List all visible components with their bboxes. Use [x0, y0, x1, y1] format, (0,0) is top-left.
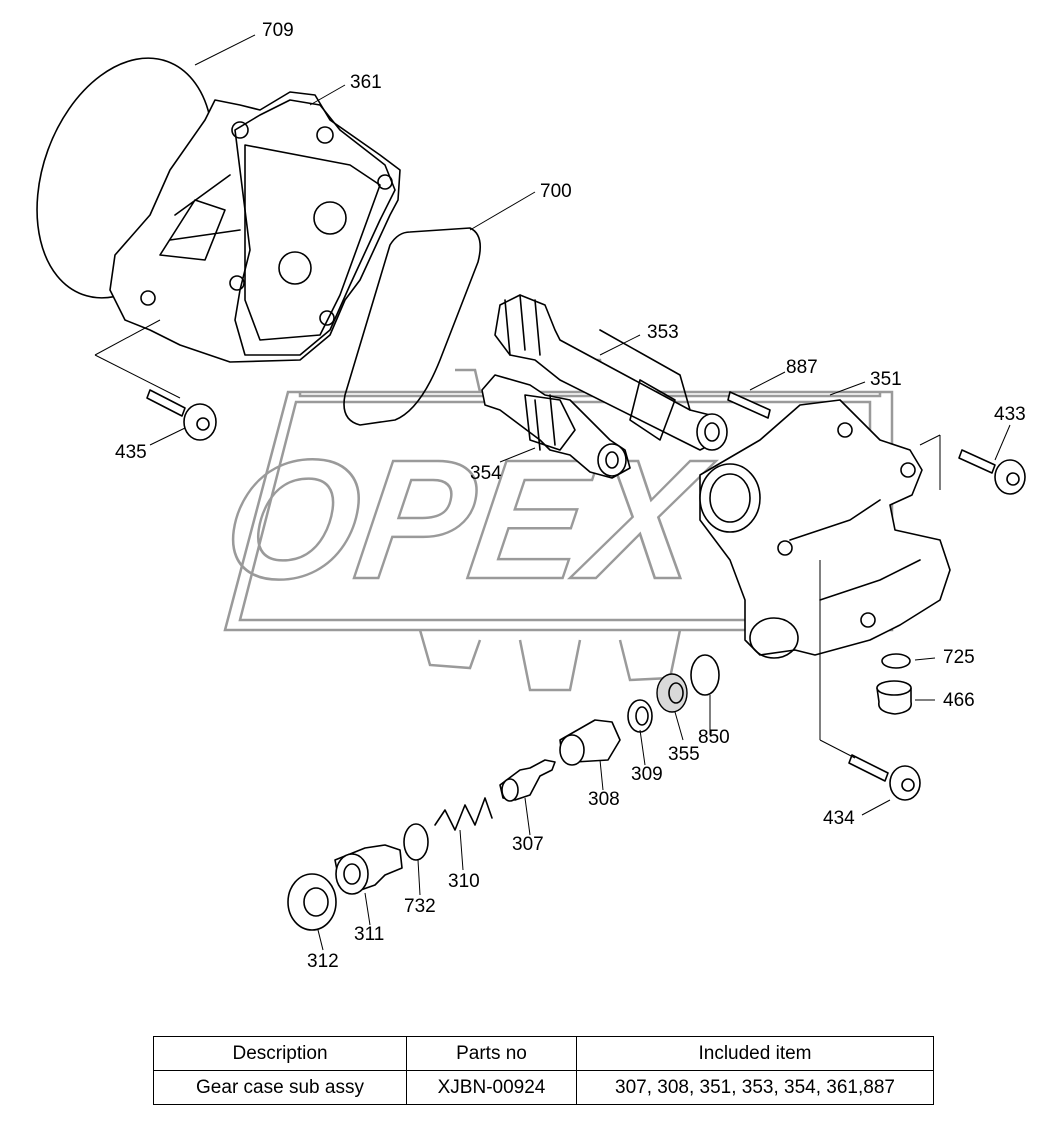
label-353: 353 [647, 322, 679, 343]
part-434-bolt [848, 754, 921, 801]
cell-description: Gear case sub assy [153, 1070, 407, 1105]
label-307: 307 [512, 834, 544, 855]
part-310-spring [434, 797, 493, 831]
label-887: 887 [786, 357, 818, 378]
label-700: 700 [540, 181, 572, 202]
label-850: 850 [698, 727, 730, 748]
label-308: 308 [588, 789, 620, 810]
label-434: 434 [823, 808, 855, 829]
part-466-plug [876, 680, 912, 715]
part-700-gasket [343, 227, 481, 426]
part-308-sleeve [559, 719, 621, 766]
part-732-oring [403, 823, 429, 861]
label-709: 709 [262, 20, 294, 41]
label-725: 725 [943, 647, 975, 668]
part-725-oring [881, 653, 911, 669]
part-307-poppet [499, 759, 556, 802]
label-355: 355 [668, 744, 700, 765]
leader-lines [94, 34, 1011, 951]
label-312: 312 [307, 951, 339, 972]
watermark: OPEX [212, 358, 894, 692]
parts-table: Description Parts no Included item Gear … [153, 1036, 934, 1105]
label-354: 354 [470, 463, 502, 484]
part-850-snap-ring [690, 654, 720, 696]
label-361: 361 [350, 72, 382, 93]
part-361-cover [109, 91, 401, 363]
label-311: 311 [354, 924, 384, 945]
part-351-gear-case [699, 399, 951, 659]
part-311-plug [334, 844, 403, 895]
table-header-row: Description Parts no Included item [153, 1036, 934, 1071]
callout-labels: 709 361 700 353 887 351 433 435 354 725 … [115, 20, 1026, 972]
table-row: Gear case sub assy XJBN-00924 307, 308, … [153, 1070, 934, 1105]
label-351: 351 [870, 369, 902, 390]
part-354-idler-gear [481, 374, 631, 479]
label-433: 433 [994, 404, 1026, 425]
part-353-gear-shaft [494, 294, 728, 451]
part-312-nut [287, 873, 337, 931]
label-435: 435 [115, 442, 147, 463]
label-466: 466 [943, 690, 975, 711]
column-header-description: Description [153, 1036, 407, 1071]
watermark-text: OPEX [214, 425, 722, 615]
cell-parts-no: XJBN-00924 [406, 1070, 577, 1105]
cell-included-item: 307, 308, 351, 353, 354, 361,887 [576, 1070, 934, 1105]
part-435-bolt [146, 389, 217, 441]
part-355-bushing [656, 673, 688, 713]
column-header-included-item: Included item [576, 1036, 934, 1071]
part-433-bolt [958, 449, 1026, 495]
column-header-parts-no: Parts no [406, 1036, 577, 1071]
part-309-ring [627, 699, 653, 733]
label-310: 310 [448, 871, 480, 892]
label-732: 732 [404, 896, 436, 917]
part-887-pin [727, 391, 771, 419]
label-309: 309 [631, 764, 663, 785]
